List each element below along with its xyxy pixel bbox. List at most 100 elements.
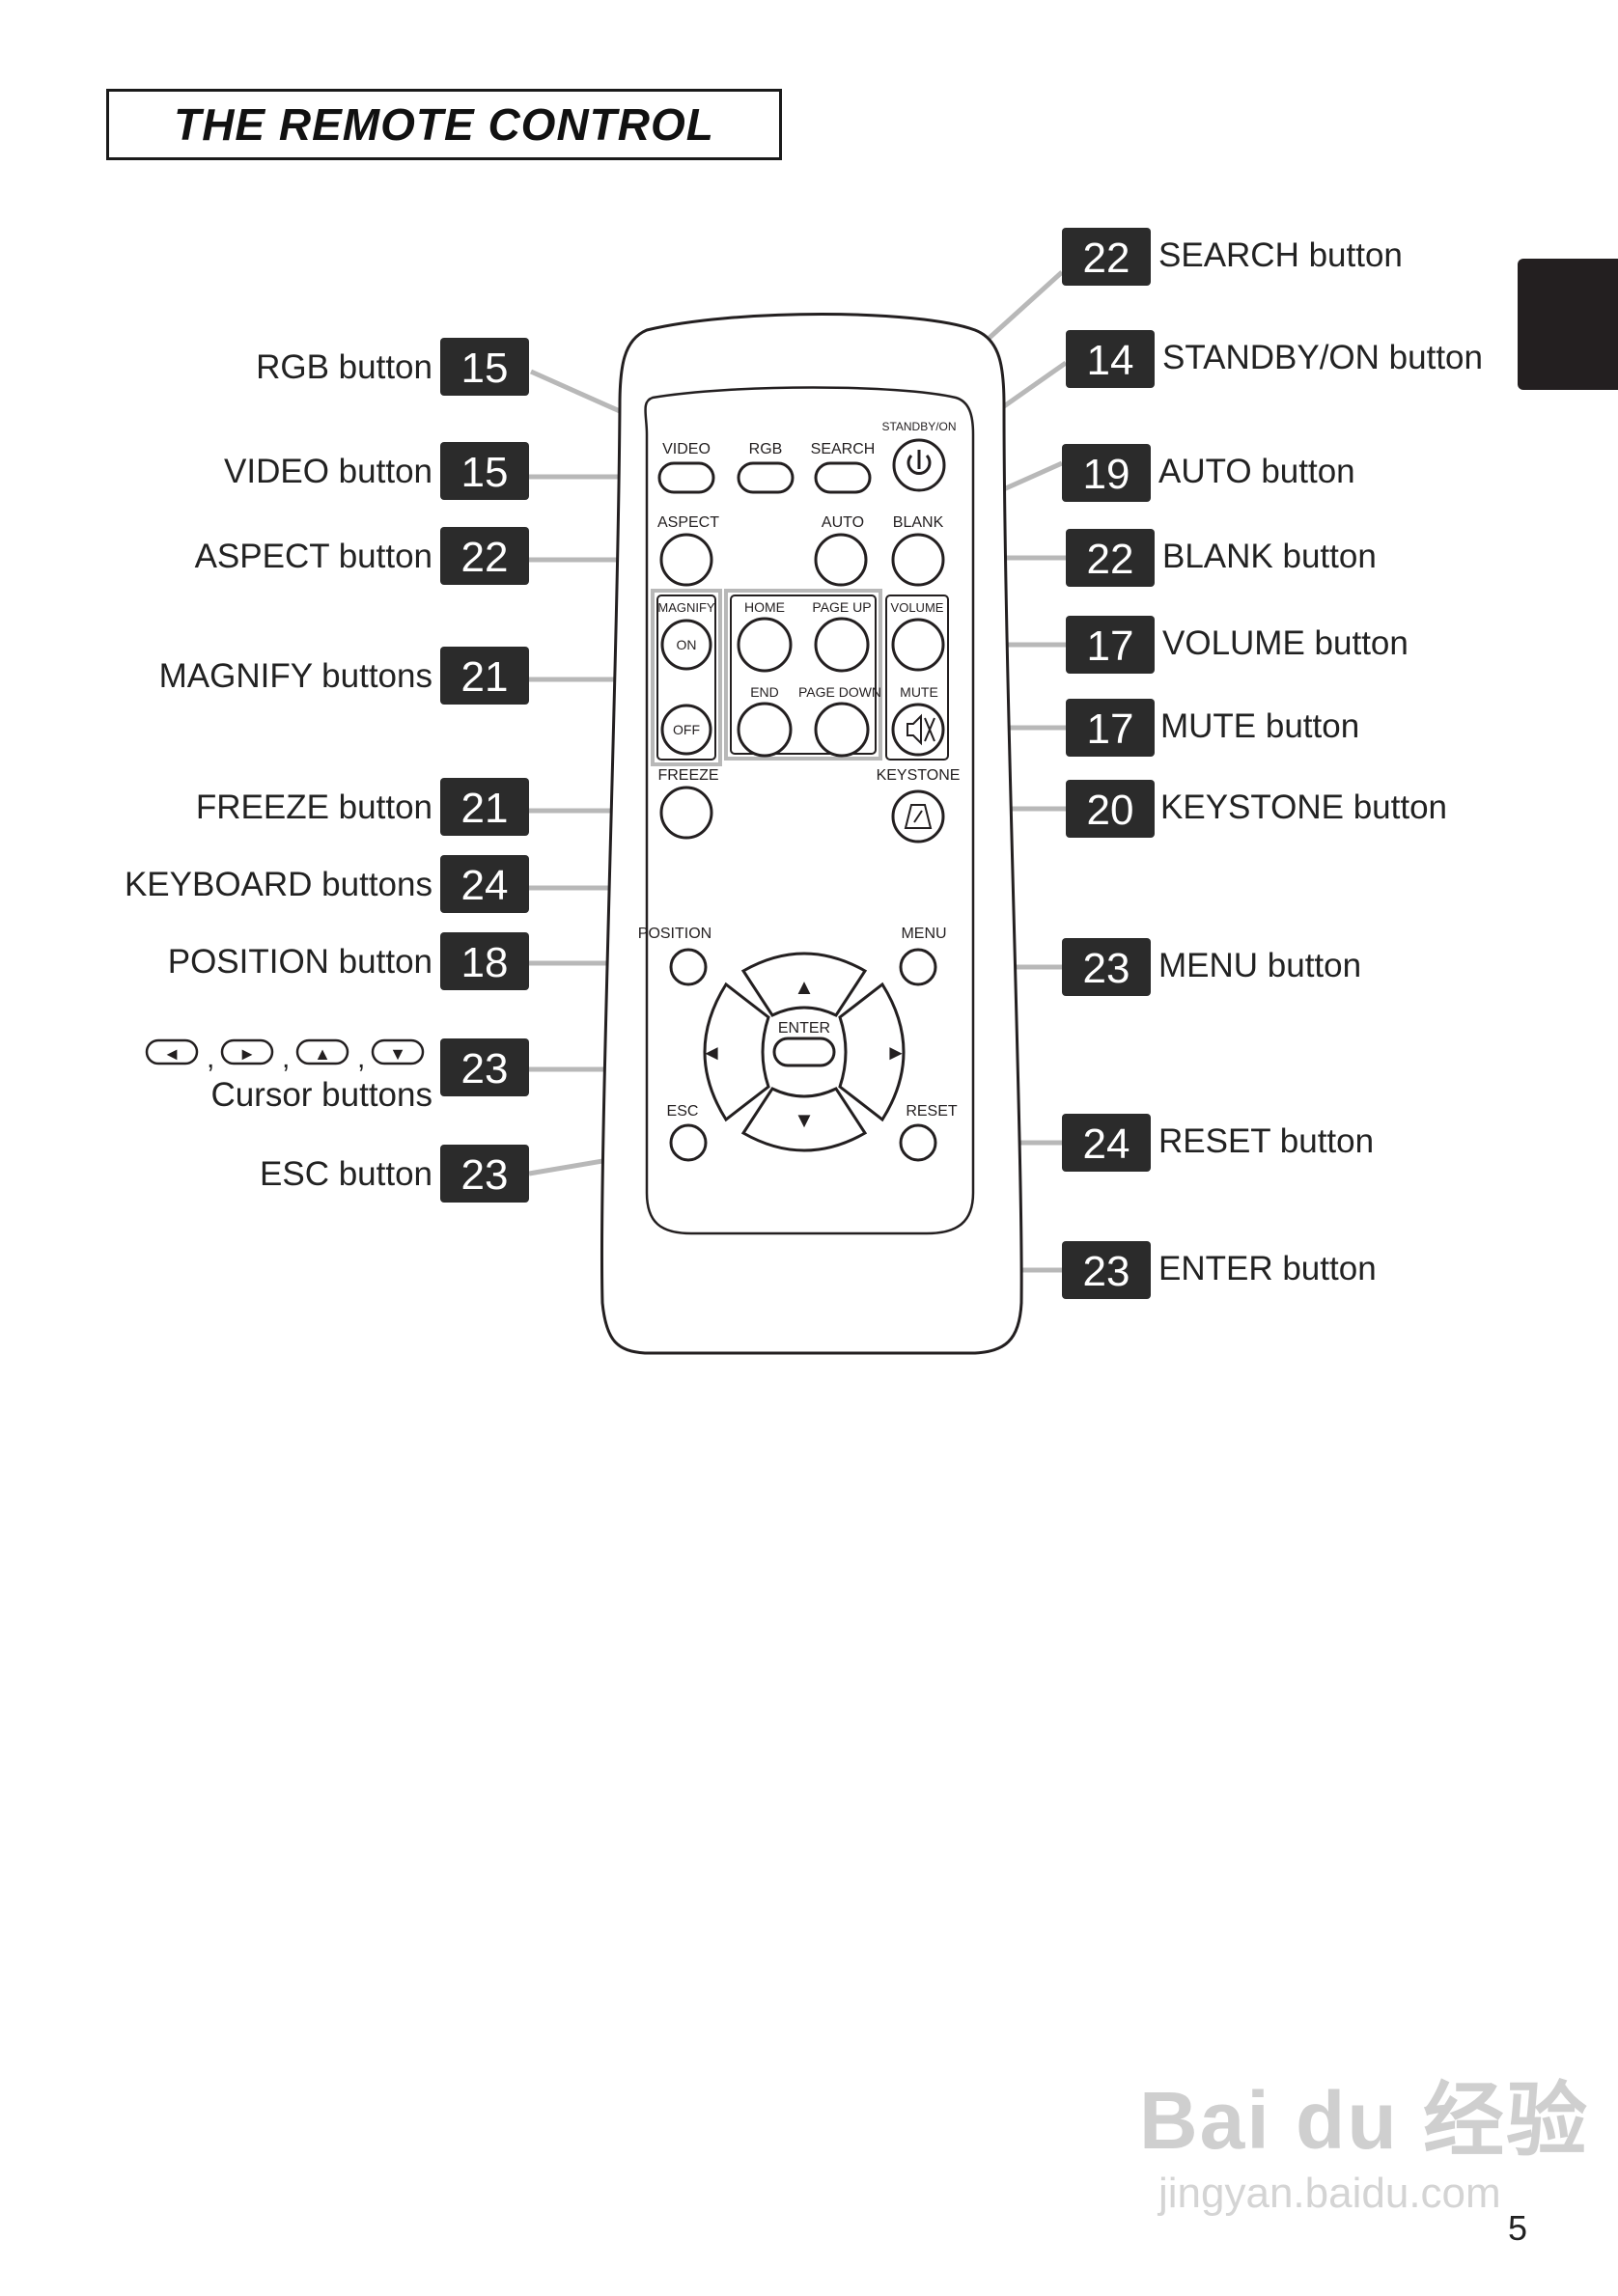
callout-esc: ESC button 23: [260, 1145, 529, 1203]
cursor-up-key-icon: [295, 1038, 349, 1065]
callout-keystone-text: KEYSTONE button: [1160, 788, 1447, 826]
home-button[interactable]: [737, 617, 793, 673]
off-label: OFF: [673, 722, 700, 737]
mute-button[interactable]: [891, 703, 945, 757]
cursor-right-button[interactable]: [838, 982, 906, 1122]
cursor-down-button[interactable]: [740, 1087, 868, 1152]
magnify-label: MAGNIFY: [657, 600, 715, 615]
right-callouts: 22 SEARCH button 14 STANDBY/ON button 19…: [1062, 228, 1483, 1299]
callout-enter-text: ENTER button: [1158, 1250, 1377, 1287]
home-label: HOME: [744, 599, 785, 615]
group-frames: [651, 589, 882, 766]
up-arrow-icon: ▲: [794, 975, 815, 999]
cursor-up-button[interactable]: [740, 952, 868, 1017]
down-arrow-icon: ▼: [794, 1108, 815, 1132]
magnify-off-button[interactable]: [660, 704, 712, 756]
callout-video-text: VIDEO button: [224, 453, 432, 490]
menu-button[interactable]: [899, 948, 937, 986]
callout-standby: 14 STANDBY/ON button: [1066, 330, 1483, 388]
callout-keyboard-text: KEYBOARD buttons: [125, 866, 432, 903]
callout-freeze-page: 21: [461, 785, 509, 832]
callout-search: 22 SEARCH button: [1062, 228, 1403, 286]
callout-enter-page: 23: [1083, 1248, 1130, 1295]
callout-reset-badge: [1062, 1114, 1151, 1172]
callout-keyboard: KEYBOARD buttons 24: [125, 855, 529, 913]
rgb-button[interactable]: [737, 461, 795, 494]
video-button[interactable]: [657, 461, 715, 494]
callout-freeze-text: FREEZE button: [196, 788, 432, 826]
callout-esc-page: 23: [461, 1151, 509, 1199]
callout-auto: 19 AUTO button: [1062, 444, 1355, 502]
freeze-button[interactable]: [659, 786, 713, 840]
svg-text:,: ,: [207, 1042, 214, 1074]
callout-keystone-badge: [1066, 780, 1155, 838]
callout-blank-text: BLANK button: [1162, 538, 1377, 575]
cursor-right-glyph: ►: [238, 1044, 256, 1064]
keystone-label: KEYSTONE: [877, 767, 961, 784]
position-label: POSITION: [638, 926, 711, 942]
callout-search-page: 22: [1083, 235, 1130, 282]
reset-button[interactable]: [899, 1123, 937, 1162]
cursor-left-button[interactable]: [703, 982, 770, 1122]
remote-buttons: [657, 438, 946, 1162]
callout-rgb: RGB button 15: [256, 338, 529, 396]
callout-magnify-text: MAGNIFY buttons: [159, 657, 432, 695]
aspect-button[interactable]: [659, 533, 713, 587]
callout-enter-badge: [1062, 1241, 1151, 1299]
callout-auto-text: AUTO button: [1158, 453, 1355, 490]
section-tab-marker: [1518, 259, 1618, 390]
volume-button[interactable]: [891, 618, 945, 672]
end-button[interactable]: [737, 702, 793, 758]
freeze-label: FREEZE: [657, 767, 718, 784]
page-up-button[interactable]: [814, 617, 870, 673]
blank-label: BLANK: [893, 514, 944, 531]
power-icon: [907, 450, 932, 475]
page-down-button[interactable]: [814, 702, 870, 758]
enter-button[interactable]: [772, 1037, 836, 1067]
callout-position-text: POSITION button: [168, 943, 432, 981]
position-button[interactable]: [669, 948, 708, 986]
blank-button[interactable]: [891, 533, 945, 587]
callout-menu-text: MENU button: [1158, 947, 1361, 984]
callout-magnify: MAGNIFY buttons 21: [159, 647, 529, 705]
search-button[interactable]: [814, 461, 872, 494]
callout-mute-badge: [1066, 699, 1155, 757]
callout-keyboard-badge: [440, 855, 529, 913]
callout-menu: 23 MENU button: [1062, 938, 1361, 996]
magnify-on-button[interactable]: [660, 619, 712, 671]
svg-text:,: ,: [357, 1042, 365, 1074]
auto-label: AUTO: [822, 514, 864, 531]
callout-reset-text: RESET button: [1158, 1122, 1374, 1160]
callout-search-text: SEARCH button: [1158, 236, 1403, 274]
callout-auto-page: 19: [1083, 451, 1130, 498]
callout-video-badge: [440, 442, 529, 500]
callout-video-page: 15: [461, 449, 509, 496]
callout-blank-badge: [1066, 529, 1155, 587]
standby-label: STANDBY/ON: [881, 420, 956, 433]
keystone-icon: [904, 804, 933, 829]
esc-button[interactable]: [669, 1123, 708, 1162]
left-callouts: RGB button 15 VIDEO button 15 ASPECT but…: [125, 338, 529, 1203]
callout-magnify-page: 21: [461, 653, 509, 701]
auto-button[interactable]: [814, 533, 868, 587]
group-inner-frames: [656, 595, 949, 761]
speaker-mute-icon: [907, 713, 935, 746]
callout-aspect: ASPECT button 22: [195, 527, 529, 585]
callout-blank-page: 22: [1087, 536, 1134, 583]
cursor-left-key-icon: [145, 1038, 199, 1065]
callout-volume-text: VOLUME button: [1162, 624, 1409, 662]
cursor-down-glyph: ▼: [389, 1044, 406, 1064]
rgb-label: RGB: [749, 441, 783, 457]
callout-mute-text: MUTE button: [1160, 707, 1359, 745]
end-label: END: [750, 684, 779, 700]
callout-video: VIDEO button 15: [224, 442, 529, 500]
callout-rgb-page: 15: [461, 345, 509, 392]
callout-freeze: FREEZE button 21: [196, 778, 529, 836]
callout-volume-badge: [1066, 616, 1155, 674]
callout-keystone-page: 20: [1087, 787, 1134, 834]
callout-magnify-badge: [440, 647, 529, 705]
callout-blank: 22 BLANK button: [1066, 529, 1377, 587]
callout-volume-page: 17: [1087, 622, 1134, 670]
watermark-url: jingyan.baidu.com: [1158, 2170, 1501, 2217]
